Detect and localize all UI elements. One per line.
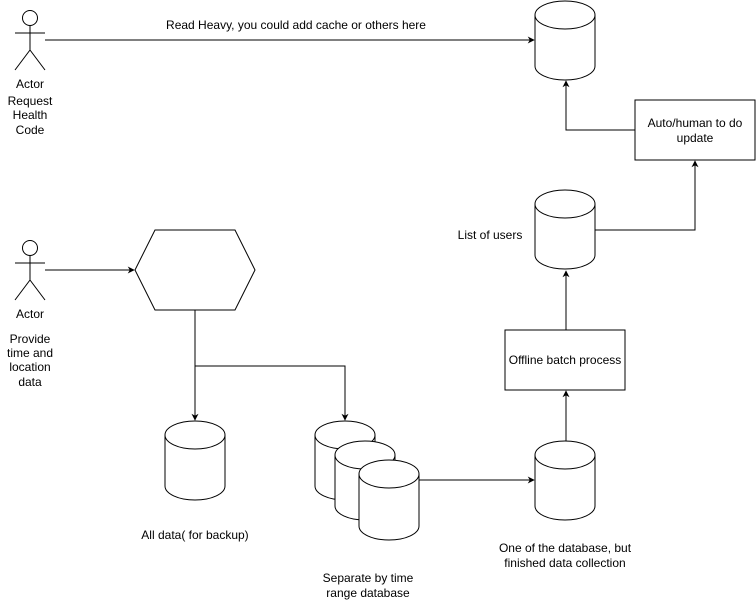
finished-database-icon xyxy=(534,440,596,521)
actor2-desc-line-4: data xyxy=(18,375,42,389)
actor1-name: Actor xyxy=(16,77,44,91)
edge-hexagon-to-time-range-db xyxy=(195,365,349,421)
actor-request-health-code-icon xyxy=(14,10,46,71)
update-box-line-1: Auto/human to do xyxy=(648,116,743,130)
edge-update-to-main-db xyxy=(562,80,635,131)
actor2-desc-line-1: Provide xyxy=(10,332,51,346)
main-database-icon xyxy=(534,0,596,81)
ingestion-hexagon xyxy=(134,229,256,311)
actor-provide-data-icon xyxy=(14,240,46,301)
backup-database-icon xyxy=(164,420,226,501)
time-range-label-line-2: range database xyxy=(326,586,410,600)
edge-users-db-to-update xyxy=(595,160,699,231)
actor1-desc-line-1: Request xyxy=(8,94,53,108)
finished-database-label-line-2: finished data collection xyxy=(504,556,625,570)
actor1-desc-line-2: Health xyxy=(13,108,48,122)
actor2-desc-line-3: location xyxy=(9,360,50,374)
actor1-desc-line-3: Code xyxy=(16,123,45,137)
actor2-name: Actor xyxy=(16,307,44,321)
users-database-icon xyxy=(534,189,596,270)
update-box-line-2: update xyxy=(677,131,714,145)
actor2-desc-line-2: time and xyxy=(7,346,53,360)
time-range-database-icon xyxy=(314,420,420,541)
backup-database-label: All data( for backup) xyxy=(141,528,248,542)
update-box xyxy=(634,99,756,161)
batch-process-label: Offline batch process xyxy=(509,353,622,367)
edge-read-heavy-label: Read Heavy, you could add cache or other… xyxy=(166,18,426,32)
finished-database-label-line-1: One of the database, but xyxy=(499,541,632,555)
users-database-label: List of users xyxy=(458,228,523,242)
time-range-label-line-1: Separate by time xyxy=(323,571,414,585)
batch-process-box xyxy=(504,329,626,391)
